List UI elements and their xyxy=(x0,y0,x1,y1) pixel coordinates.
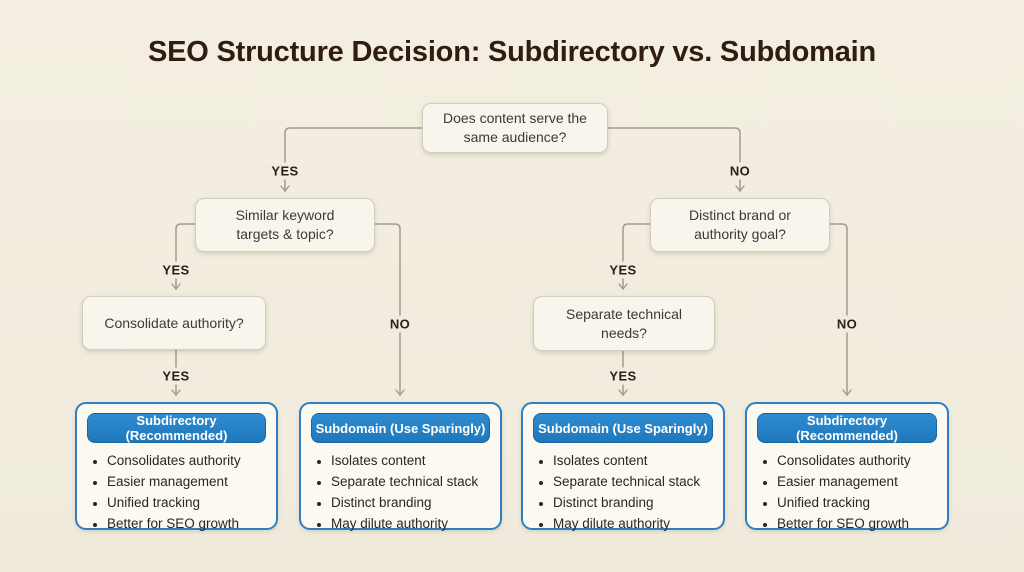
decision-node-distinct-brand: Distinct brand or authority goal? xyxy=(650,198,830,252)
edge-label-root-yes: YES xyxy=(265,162,305,180)
bullet-item: Unified tracking xyxy=(107,493,270,512)
result-box-subdomain-2: Subdomain (Use Sparingly) Isolates conte… xyxy=(521,402,725,531)
result-box-subdomain-1: Subdomain (Use Sparingly) Isolates conte… xyxy=(299,402,502,531)
edge-distinct-yes xyxy=(623,223,651,289)
page-title: SEO Structure Decision: Subdirectory vs.… xyxy=(147,36,877,68)
edge-label-similar-no: NO xyxy=(383,315,417,333)
result-header-badge: Subdomain (Use Sparingly) xyxy=(311,413,490,443)
edge-label-distinct-yes: YES xyxy=(603,261,643,279)
bullet-item: Easier management xyxy=(107,472,270,491)
decision-node-root: Does content serve the same audience? xyxy=(422,103,608,153)
edge-similar-no xyxy=(374,223,400,395)
bullet-item: Consolidates authority xyxy=(777,451,941,470)
bullet-item: Better for SEO growth xyxy=(777,514,941,533)
bullet-item: Distinct branding xyxy=(331,493,494,512)
decision-node-separate-technical-text: Separate technical needs? xyxy=(566,305,682,341)
bullet-item: Separate technical stack xyxy=(331,472,494,491)
result-box-subdirectory-1: Subdirectory (Recommended) Consolidates … xyxy=(75,402,278,531)
edge-distinct-no xyxy=(829,223,847,395)
decision-node-distinct-brand-text: Distinct brand or authority goal? xyxy=(689,207,791,242)
result-bullet-list: Isolates content Separate technical stac… xyxy=(523,451,723,534)
edge-root-yes xyxy=(285,127,423,191)
bullet-item: May dilute authority xyxy=(553,514,717,533)
result-bullet-list: Isolates content Separate technical stac… xyxy=(301,451,500,534)
bullet-item: Consolidates authority xyxy=(107,451,270,470)
edge-label-separate-yes: YES xyxy=(603,367,643,385)
bullet-item: Separate technical stack xyxy=(553,472,717,491)
edge-root-no xyxy=(607,127,740,191)
edge-similar-yes xyxy=(176,223,196,289)
result-header-badge: Subdomain (Use Sparingly) xyxy=(533,413,713,443)
decision-node-consolidate-authority-text: Consolidate authority? xyxy=(104,314,244,331)
decision-node-similar-keywords: Similar keyword targets & topic? xyxy=(195,198,375,252)
result-header-badge: Subdirectory (Recommended) xyxy=(757,413,937,443)
edge-label-similar-yes: YES xyxy=(156,261,196,279)
result-header-badge: Subdirectory (Recommended) xyxy=(87,413,266,443)
result-box-subdirectory-2: Subdirectory (Recommended) Consolidates … xyxy=(745,402,949,531)
bullet-item: Unified tracking xyxy=(777,493,941,512)
bullet-item: Easier management xyxy=(777,472,941,491)
decision-node-consolidate-authority: Consolidate authority? xyxy=(82,296,266,350)
result-bullet-list: Consolidates authority Easier management… xyxy=(747,451,947,534)
decision-node-separate-technical: Separate technical needs? xyxy=(533,296,715,351)
decision-node-similar-keywords-text: Similar keyword targets & topic? xyxy=(235,207,335,242)
bullet-item: Better for SEO growth xyxy=(107,514,270,533)
bullet-item: Distinct branding xyxy=(553,493,717,512)
bullet-item: Isolates content xyxy=(331,451,494,470)
decision-node-root-text: Does content serve the same audience? xyxy=(443,110,587,145)
edge-label-root-no: NO xyxy=(723,162,757,180)
bullet-item: Isolates content xyxy=(553,451,717,470)
bullet-item: May dilute authority xyxy=(331,514,494,533)
edge-label-distinct-no: NO xyxy=(830,315,864,333)
edge-label-consolidate-yes: YES xyxy=(156,367,196,385)
result-bullet-list: Consolidates authority Easier management… xyxy=(77,451,276,534)
